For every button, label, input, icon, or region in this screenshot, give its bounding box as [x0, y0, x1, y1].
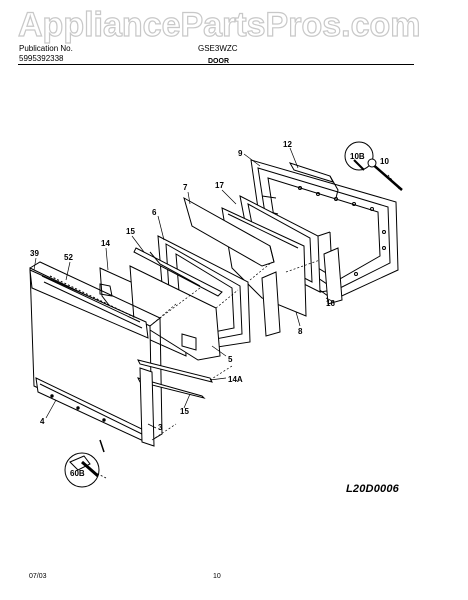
callout-leader-lines: [33, 147, 335, 429]
callout-4: 4: [40, 417, 45, 426]
outer-door-panel: [29, 261, 163, 445]
glass-pack-part: [183, 196, 281, 337]
callout-7: 7: [183, 183, 188, 192]
callout-6: 6: [152, 208, 157, 217]
side-channel-part: [323, 247, 343, 305]
footer-page-number: 10: [213, 573, 221, 580]
hinge-bracket-part: [288, 162, 339, 199]
publication-label: Publication No.: [19, 44, 73, 53]
callout-9: 9: [238, 149, 243, 158]
screw-10b-inset: [344, 141, 403, 191]
callout-17: 17: [215, 181, 224, 190]
watermark-logo: AppliancePartsPros.com: [18, 5, 421, 44]
publication-number: 5995392338: [19, 54, 64, 63]
watermark-text: AppliancePartsPros.com: [18, 6, 420, 44]
callout-15-lower: 15: [180, 407, 189, 416]
outer-glass-part: [99, 265, 221, 361]
callout-15-upper: 15: [126, 227, 135, 236]
callout-10b: 10B: [350, 152, 365, 161]
callout-39: 39: [30, 249, 39, 258]
callout-60b: 60B: [70, 469, 85, 478]
model-number: GSE3WZC: [198, 44, 238, 53]
callout-14a: 14A: [228, 375, 243, 384]
callout-8: 8: [298, 327, 303, 336]
screw-60b-inset: [64, 439, 107, 488]
retainer-strip-lower: [137, 377, 206, 399]
assembly-guide-lines: [149, 259, 321, 441]
section-title: DOOR: [208, 58, 229, 65]
callout-12: 12: [283, 140, 292, 149]
callout-16: 16: [326, 299, 335, 308]
seal-strip-part: [137, 359, 213, 383]
callout-14: 14: [101, 239, 110, 248]
retainer-strip-upper: [133, 247, 223, 297]
diagram-code: L20D0006: [346, 483, 399, 495]
side-trim-part: [139, 367, 155, 447]
footer-date: 07/03: [29, 573, 47, 580]
header-rule: [18, 64, 414, 65]
callout-3: 3: [158, 423, 163, 432]
callout-10: 10: [380, 157, 389, 166]
callout-5: 5: [228, 355, 233, 364]
callout-52: 52: [64, 253, 73, 262]
